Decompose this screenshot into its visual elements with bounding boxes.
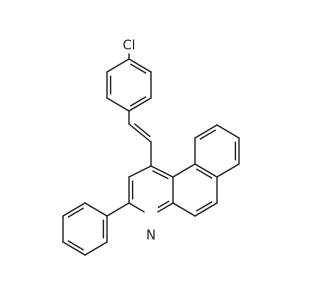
bond-line <box>62 241 86 256</box>
double-bond-line <box>67 207 85 218</box>
double-bond-line <box>195 201 213 212</box>
nitrogen-atom-label: N <box>146 229 156 244</box>
bond-line <box>62 202 86 217</box>
chemical-structure-diagram: Cl N <box>0 0 300 300</box>
double-bond-line <box>134 123 151 138</box>
bond-line <box>194 124 218 139</box>
bond-line <box>157 202 174 213</box>
double-bond-line <box>199 129 217 140</box>
bond-lines <box>62 53 240 256</box>
bond-line <box>216 163 240 178</box>
double-bond-line <box>129 63 147 74</box>
bond-line <box>106 97 130 112</box>
bond-line <box>84 202 108 217</box>
bond-line <box>128 123 152 143</box>
bond-line <box>194 202 218 217</box>
double-bond-line <box>157 200 170 209</box>
bond-line <box>128 58 152 73</box>
bond-line <box>128 165 152 178</box>
bond-line <box>172 202 196 217</box>
bond-line <box>194 163 218 178</box>
bond-line <box>106 58 130 73</box>
bond-line <box>172 163 196 178</box>
double-bond-line <box>195 168 213 179</box>
bond-line <box>84 241 108 256</box>
bond-line <box>128 202 145 213</box>
diagram-background <box>0 0 300 300</box>
double-bond-line <box>152 170 169 180</box>
bond-line <box>216 124 240 139</box>
bond-line <box>128 97 152 112</box>
bond-line <box>106 202 130 217</box>
double-bond-line <box>67 240 85 251</box>
chlorine-atom-label: Cl <box>123 39 136 54</box>
double-bond-line <box>129 96 147 107</box>
bond-line <box>150 165 174 178</box>
